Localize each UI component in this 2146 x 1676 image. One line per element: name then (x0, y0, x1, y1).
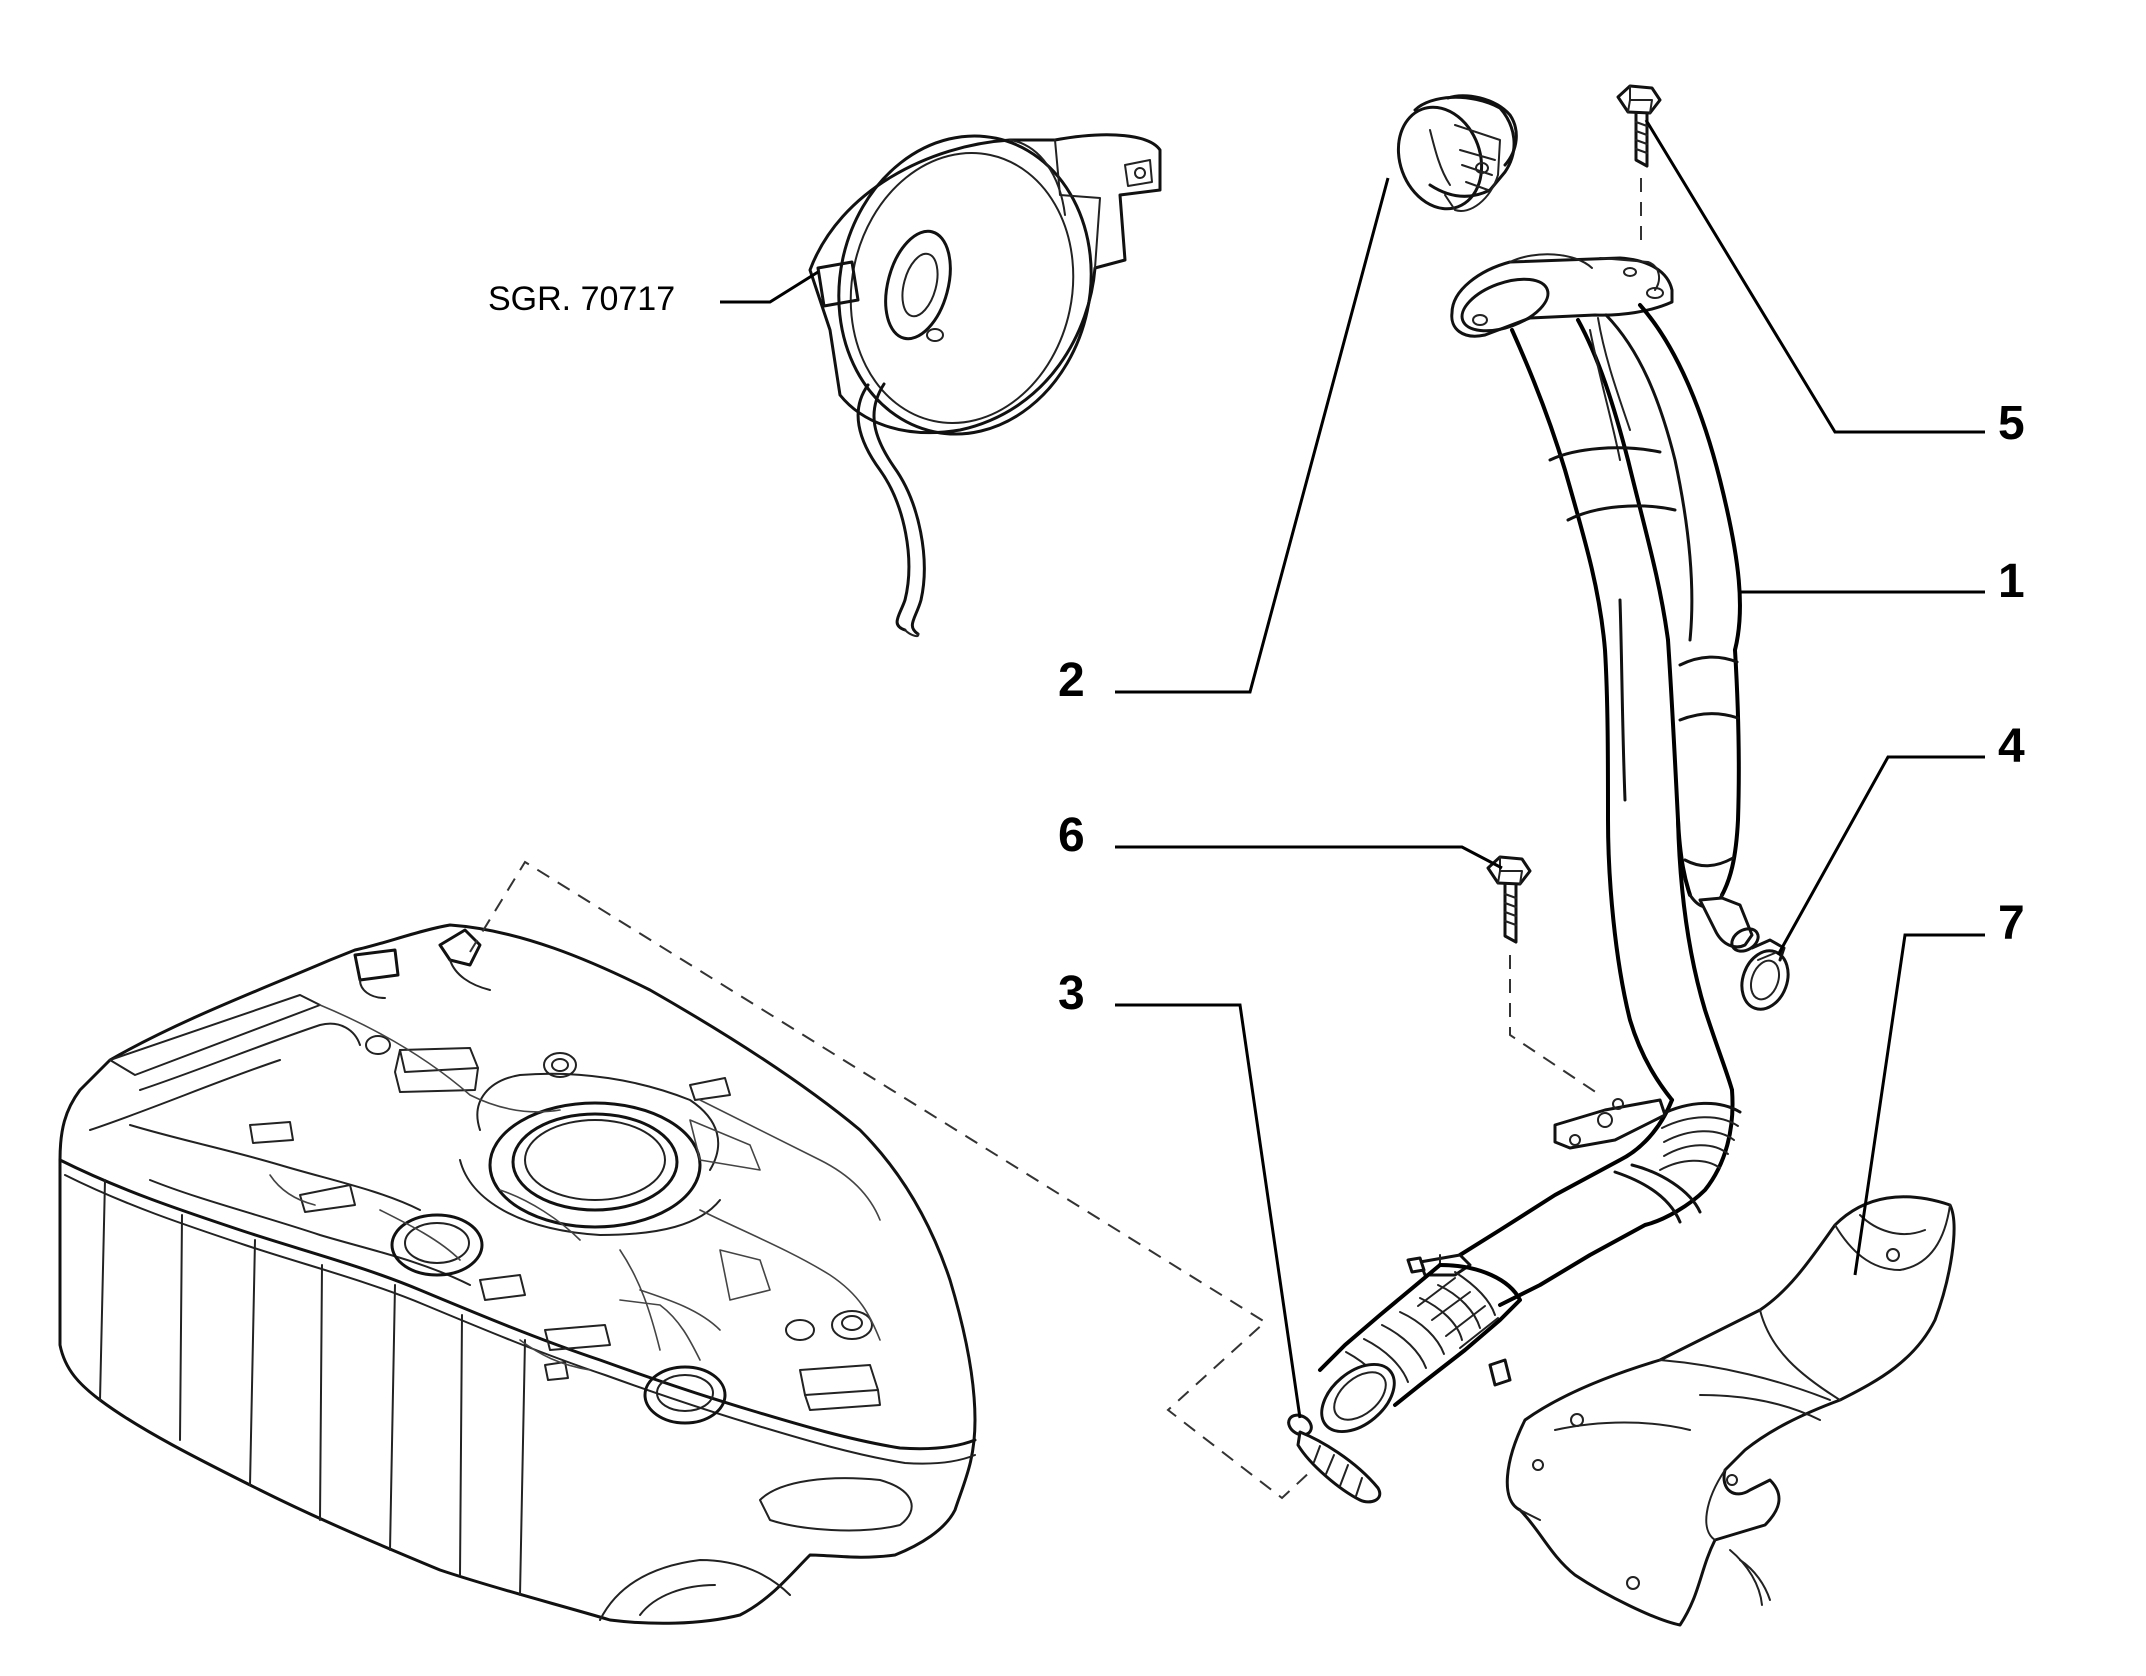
reference-label-sgr-70717: SGR. 70717 (488, 280, 676, 318)
hose-clamp-icon (1740, 938, 1790, 1011)
filler-flap-housing-icon (808, 133, 1162, 638)
vent-valve-icon (1287, 1413, 1382, 1504)
filler-cap-icon (1396, 94, 1518, 212)
bolt-icon (1616, 84, 1662, 168)
leader-line-4 (1776, 755, 1985, 956)
fuel-tank-icon (58, 923, 977, 1625)
bolt-icon (1486, 855, 1532, 944)
leader-line-5 (1644, 119, 1985, 434)
leader-line-sgr (720, 270, 819, 304)
callout-3: 3 (1058, 967, 1085, 1020)
callout-1: 1 (1998, 555, 2025, 608)
callout-2: 2 (1058, 654, 1085, 707)
fuel-filler-pipe-icon (1318, 253, 1760, 1434)
callout-5: 5 (1998, 397, 2025, 450)
leader-line-7 (1853, 933, 1985, 1276)
callout-6: 6 (1058, 809, 1085, 862)
leader-line-3 (1115, 1003, 1302, 1419)
callout-4: 4 (1998, 720, 2025, 773)
leader-line-2 (1115, 177, 1390, 694)
callout-7: 7 (1998, 897, 2025, 950)
leader-line-6 (1115, 845, 1503, 870)
heat-shield-icon (1505, 1195, 1956, 1627)
